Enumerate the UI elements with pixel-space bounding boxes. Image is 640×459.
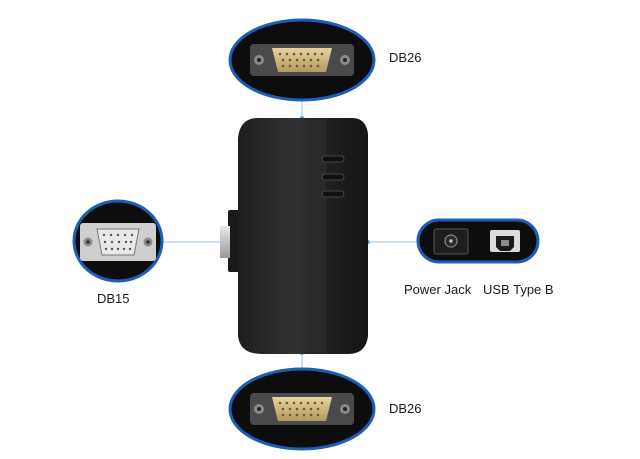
- power-jack-icon: [433, 228, 469, 255]
- db15-connector-icon: [80, 223, 156, 261]
- label-db26-top: DB26: [389, 50, 422, 65]
- label-usb-type-b: USB Type B: [483, 282, 554, 297]
- callout-power-usb: [416, 218, 540, 264]
- db26-connector-icon: [250, 44, 354, 76]
- db26-connector-icon: [250, 393, 354, 425]
- callout-db26-bottom: [228, 367, 376, 451]
- label-db15: DB15: [97, 291, 130, 306]
- callout-db15: [72, 199, 164, 283]
- db15-side-plug: [228, 210, 240, 272]
- db15-side-metal: [220, 226, 230, 258]
- label-power-jack: Power Jack: [404, 282, 472, 297]
- status-led-icon: [321, 155, 345, 198]
- callout-db26-top: [228, 18, 376, 102]
- device-body: [220, 118, 368, 354]
- device-center-panel: [286, 120, 326, 352]
- usb-type-b-icon: [490, 230, 520, 252]
- label-db26-bottom: DB26: [389, 401, 422, 416]
